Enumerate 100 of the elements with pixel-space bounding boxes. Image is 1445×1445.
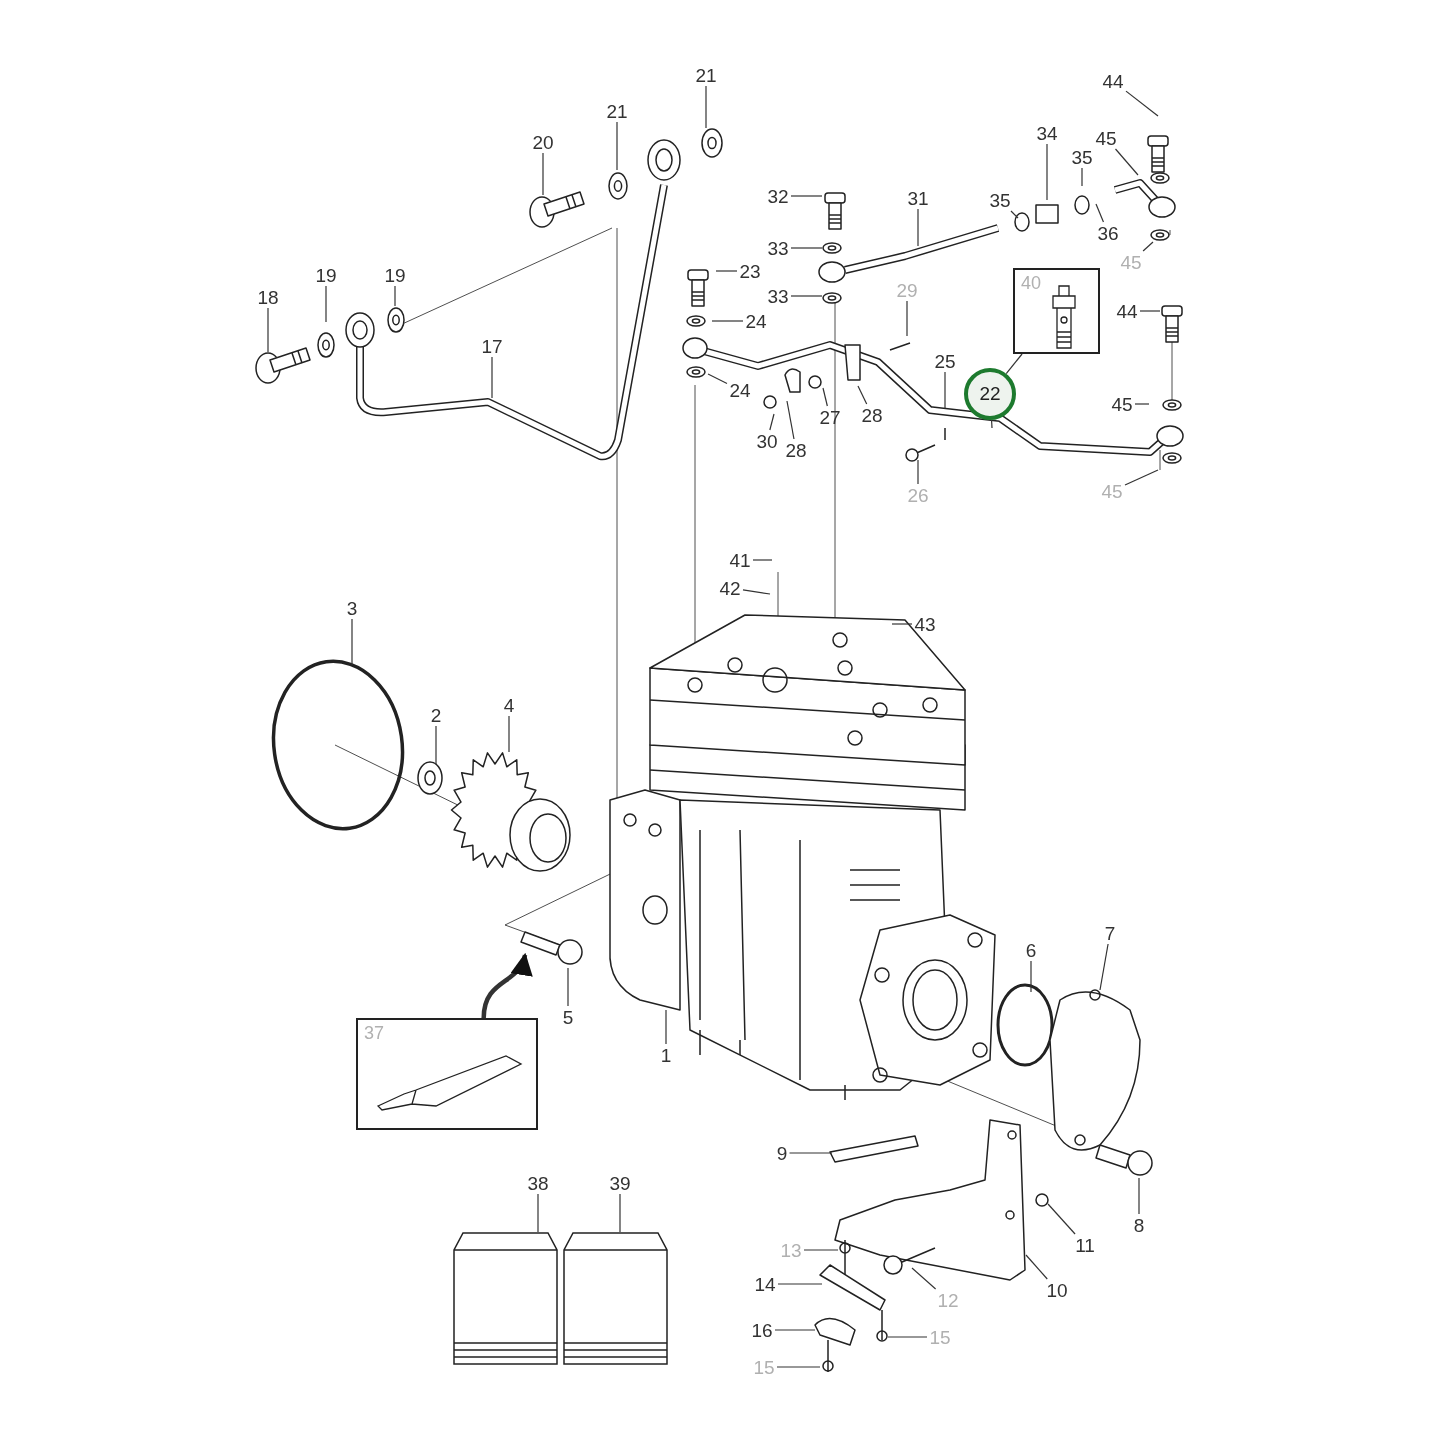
leader-line	[917, 459, 919, 485]
callout-number: 16	[749, 1319, 775, 1341]
callout-number: 15	[751, 1356, 777, 1378]
callout-number: 20	[530, 131, 556, 153]
callout-number: 6	[1023, 939, 1039, 961]
leader-line	[742, 589, 771, 595]
callout-number: 25	[932, 350, 958, 372]
callout-number: 7	[1102, 922, 1118, 944]
callout-number: 30	[754, 430, 780, 452]
leader-line	[857, 385, 868, 405]
leader-line	[394, 285, 396, 307]
leader-line	[917, 208, 919, 247]
leader-line	[707, 373, 728, 385]
leader-line	[1047, 1203, 1076, 1235]
leader-line	[788, 1152, 833, 1154]
leader-line	[822, 387, 828, 407]
leader-line	[1081, 167, 1083, 187]
callout-number: 32	[765, 185, 791, 207]
leader-line	[1030, 960, 1032, 993]
leader-line	[435, 725, 437, 765]
leader-line	[1025, 1254, 1048, 1280]
callout-number: 28	[783, 439, 809, 461]
leader-line	[891, 623, 913, 625]
booklet-drawing	[453, 1232, 558, 1365]
leader-line	[752, 559, 773, 561]
leader-line	[790, 247, 823, 249]
callout-number: 3	[344, 597, 360, 619]
callout-number: 34	[1034, 122, 1060, 144]
leader-line	[786, 400, 795, 440]
callout-number: 24	[743, 310, 769, 332]
callout-number: 45	[1109, 393, 1135, 415]
callout-number: 27	[817, 406, 843, 428]
callout-number: 13	[778, 1239, 804, 1261]
leader-line	[1138, 1177, 1140, 1215]
callout-number: 15	[927, 1326, 953, 1348]
callout-number: 45	[1099, 480, 1125, 502]
leader-line	[790, 195, 823, 197]
leader-line	[1139, 310, 1161, 312]
leader-line	[911, 1267, 937, 1290]
leader-line	[1095, 203, 1105, 223]
callout-number: 29	[894, 279, 920, 301]
leader-line	[705, 85, 707, 129]
callout-number: 10	[1044, 1279, 1070, 1301]
callout-number: 8	[1131, 1214, 1147, 1236]
callout-number: 11	[1072, 1234, 1098, 1256]
callout-number: 35	[987, 189, 1013, 211]
callout-number: 2	[428, 704, 444, 726]
callout-number: 23	[737, 260, 763, 282]
callout-number: 5	[560, 1006, 576, 1028]
callout-number: 45	[1118, 251, 1144, 273]
callout-number: 33	[765, 285, 791, 307]
callout-number: 44	[1100, 70, 1126, 92]
callout-number: 43	[912, 613, 938, 635]
callout-number: 36	[1095, 222, 1121, 244]
callout-number: 14	[752, 1273, 778, 1295]
leader-line	[567, 967, 569, 1007]
leader-line	[267, 307, 269, 353]
leader-line	[887, 1336, 928, 1338]
callout-number: 28	[859, 404, 885, 426]
leader-line	[537, 1193, 539, 1233]
callout-number: 45	[1093, 127, 1119, 149]
callout-number: 21	[604, 100, 630, 122]
leader-line	[1010, 210, 1019, 219]
callout-number: 44	[1114, 300, 1140, 322]
leader-line	[790, 295, 823, 297]
leader-line	[1124, 469, 1159, 486]
callout-number: 19	[313, 264, 339, 286]
callout-number: 37	[364, 1024, 385, 1042]
leader-line	[1125, 90, 1159, 117]
callout-number: 39	[607, 1172, 633, 1194]
callout-number: 18	[255, 286, 281, 308]
callout-number: 4	[501, 694, 517, 716]
leader-line	[803, 1249, 839, 1251]
leader-line	[1134, 403, 1150, 405]
arrow	[481, 952, 531, 1019]
callout-number: 35	[1069, 146, 1095, 168]
callout-number: 9	[774, 1142, 790, 1164]
callout-number: 40	[1021, 274, 1042, 292]
leader-line	[508, 715, 510, 753]
leader-line	[616, 121, 618, 171]
callout-number: 33	[765, 237, 791, 259]
leader-line	[351, 618, 353, 666]
leader-line	[777, 1283, 823, 1285]
leader-line	[1114, 148, 1139, 176]
leader-line	[325, 285, 327, 323]
callout-number: 19	[382, 264, 408, 286]
leader-line	[665, 1009, 667, 1045]
callout-number: 1	[658, 1044, 674, 1066]
callout-number: 21	[693, 64, 719, 86]
leader-line	[944, 371, 946, 409]
callout-number: 38	[525, 1172, 551, 1194]
leader-line	[990, 419, 993, 429]
leader-line	[776, 1366, 821, 1368]
callout-number: 17	[479, 335, 505, 357]
callout-number: 41	[727, 549, 753, 571]
leader-line	[711, 320, 744, 322]
leader-line	[619, 1193, 621, 1233]
leader-line	[491, 356, 493, 399]
booklet-drawing	[563, 1232, 668, 1365]
leader-line	[542, 152, 544, 196]
